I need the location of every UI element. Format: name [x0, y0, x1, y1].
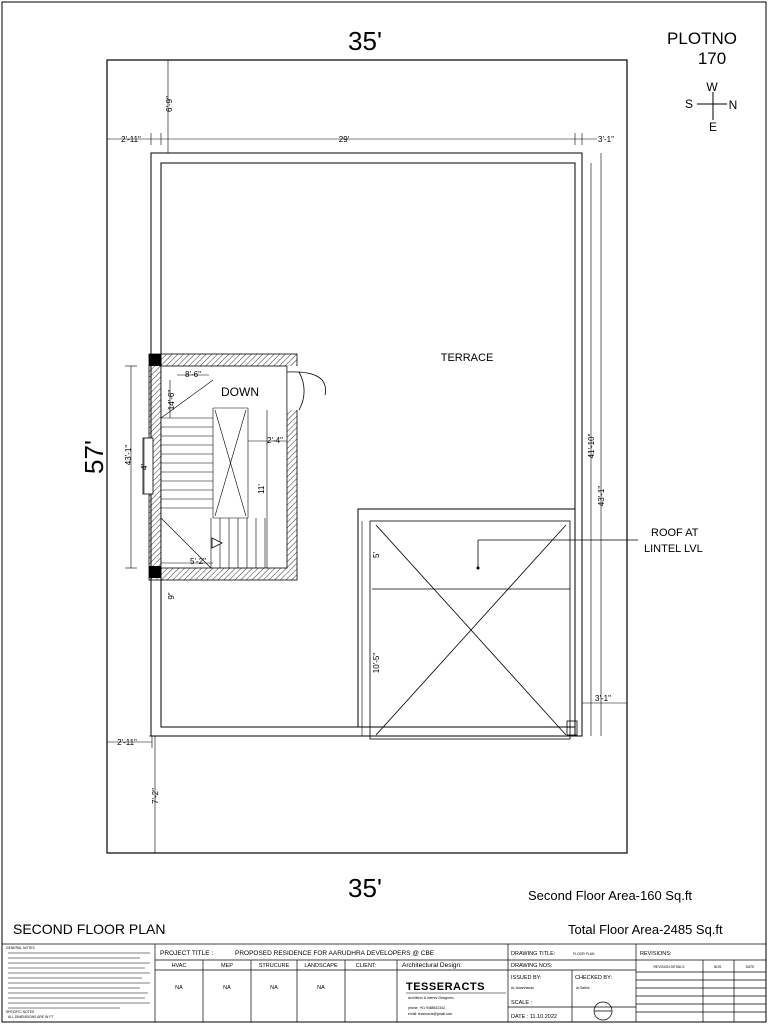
issued-by-label: ISSUED BY: — [511, 975, 542, 981]
general-notes-lines — [8, 952, 150, 1009]
compass-east: E — [709, 120, 717, 134]
dim-right-depth-a: 41'-10" — [587, 433, 596, 458]
dim-left-setback-top: 2'-11" — [121, 135, 141, 144]
dim-right-setback-bottom: 3'-1" — [595, 694, 611, 703]
dim-stair-wall: 9" — [167, 592, 176, 599]
val-structure: NA — [270, 985, 278, 991]
dim-building-width: 29' — [339, 135, 350, 144]
roof-lintel — [369, 520, 571, 740]
stair-down-label: DOWN — [221, 385, 259, 399]
dim-roof-depth: 10'-5" — [372, 653, 381, 674]
specific-note-1: ALL DIMENSIONS ARE IN FT — [8, 1015, 53, 1019]
dim-front-setback: 6'-9" — [165, 96, 174, 112]
dim-rear-setback: 7'-2" — [151, 788, 160, 804]
col-structure: STRUCURE — [259, 963, 290, 969]
total-floor-area: Total Floor Area-2485 Sq.ft — [568, 922, 723, 937]
compass-north: N — [729, 98, 738, 112]
plot-boundary — [106, 59, 628, 854]
col-hvac: HVAC — [172, 963, 187, 969]
corner-column — [566, 720, 578, 736]
val-mep: NA — [223, 985, 231, 991]
second-floor-area: Second Floor Area-160 Sq.ft — [528, 888, 692, 903]
val-hvac: NA — [175, 985, 183, 991]
dim-stair-width: 8'-6" — [185, 370, 201, 379]
plot-number: 170 — [698, 49, 726, 68]
date-label: DATE : 11.10.2022 — [511, 1014, 557, 1020]
dimension-lines — [107, 60, 627, 853]
compass: W S N E — [685, 80, 737, 134]
firm-email: email: tesseracts@gmail.com — [408, 1012, 453, 1016]
dim-window: 4' — [140, 464, 149, 470]
plot-label: PLOTNO — [667, 29, 737, 48]
revisions-label: REVISIONS: — [640, 951, 672, 957]
rev-header-date: DATE — [746, 965, 756, 969]
dim-stair-gap: 2'-4" — [267, 436, 283, 445]
site-width-bottom: 35' — [348, 873, 382, 903]
compass-south: S — [685, 97, 693, 111]
col-mep: MEP — [221, 963, 233, 969]
dim-roof-top: 5' — [372, 552, 381, 558]
drawing-title-label: DRAWING TITLE: — [511, 951, 556, 957]
staircase — [142, 353, 326, 581]
dim-stair-landing: 5'-2" — [190, 557, 206, 566]
site-depth: 57' — [79, 440, 109, 474]
firm-tagline: Architects & Interior Designers — [407, 996, 454, 1000]
terrace-boundary — [161, 508, 575, 728]
arch-design-label: Architectural Design: — [402, 962, 462, 969]
compass-west: W — [706, 80, 718, 94]
firm-phone: phone: +91 9488542342, — [408, 1006, 446, 1010]
rev-header-nos: NOS. — [714, 965, 722, 969]
val-landscape: NA — [317, 985, 325, 991]
scale-label: SCALE : — [511, 1000, 533, 1006]
roof-label-2: LINTEL LVL — [644, 543, 703, 555]
drawing-title-value: FLOOR PLAN — [573, 952, 595, 956]
dim-right-setback-top: 3'-1" — [598, 135, 614, 144]
project-title-label: PROJECT TITLE : — [160, 950, 213, 957]
rev-header-details: REVISION DETAILS — [653, 965, 685, 969]
terrace-label: TERRACE — [441, 352, 494, 364]
col-client: CLIENT: — [356, 963, 377, 969]
drawing-title: SECOND FLOOR PLAN — [13, 921, 165, 937]
issued-by-value: Ar.Janarthanan — [511, 986, 534, 990]
firm-name: TESSERACTS — [406, 981, 485, 993]
specific-notes-heading: SPECIFIC NOTES — [6, 1010, 35, 1014]
dim-right-depth-b: 43'-1" — [597, 486, 606, 507]
drawing-nos-label: DRAWING NOS: — [511, 963, 553, 969]
checked-by-value: Ar.Sathis — [576, 986, 590, 990]
dim-stair-side: 14'-6" — [167, 390, 176, 411]
dim-left-setback-bottom: 2'-11" — [117, 738, 137, 747]
dim-left-depth: 43'-1" — [124, 445, 133, 466]
title-block — [2, 943, 766, 1023]
project-title: PROPOSED RESIDENCE FOR AARUDHRA DEVELOPE… — [235, 950, 435, 957]
roof-label-1: ROOF AT — [651, 527, 699, 539]
general-notes-heading: GENERAL NOTES — [6, 946, 35, 950]
dim-stair-length: 11' — [257, 484, 266, 494]
site-width-top: 35' — [348, 26, 382, 56]
col-landscape: LANDSCAPE — [304, 963, 338, 969]
checked-by-label: CHECKED BY: — [575, 975, 612, 981]
